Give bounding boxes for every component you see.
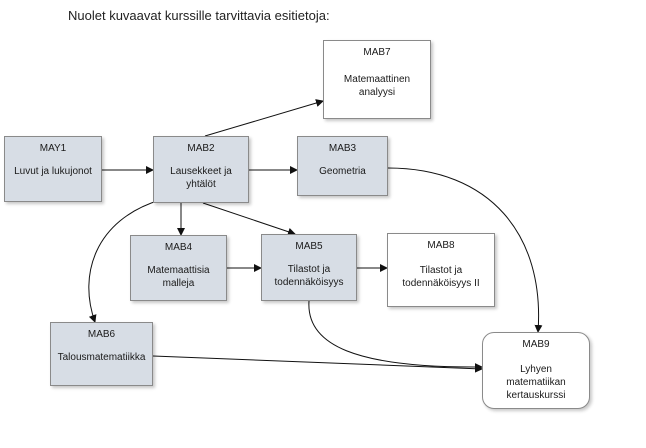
diagram-caption: Nuolet kuvaavat kurssille tarvittavia es… [68,8,330,23]
node-code: MAB4 [164,242,193,253]
node-code: MAB5 [295,241,323,252]
node-code: MAB6 [87,329,116,340]
edge-mab3-to-mab9 [387,167,543,333]
node-may1: MAY1 Luvut ja lukujonot [4,136,102,202]
edge-mab2-to-mab6 [88,199,161,323]
node-label: Lyhyen matematiikan kertauskurssi [506,364,566,401]
node-mab3: MAB3 Geometria [297,136,388,196]
node-mab8: MAB8 Tilastot ja todennäköisyys II [387,233,495,307]
node-code: MAB3 [328,143,357,154]
node-label: Lausekkeet ja yhtälöt [170,166,232,190]
node-mab2: MAB2 Lausekkeet ja yhtälöt [153,136,249,203]
node-mab9: MAB9 Lyhyen matematiikan kertauskurssi [482,332,590,409]
node-code: MAB8 [427,240,455,251]
node-code: MAB7 [363,47,391,58]
node-label: Matemaattinen analyysi [343,74,411,98]
node-mab7: MAB7 Matemaattinen analyysi [323,40,431,119]
node-mab6: MAB6 Talousmatematiikka [50,322,153,386]
node-label: Luvut ja lukujonot [14,166,92,177]
node-label: Matemaattisia malleja [147,265,210,289]
node-mab4: MAB4 Matemaattisia malleja [130,235,227,301]
edge-mab5-to-mab9 [308,300,483,372]
edge-mab2-to-mab5 [202,202,296,236]
node-label: Geometria [319,166,366,177]
node-label: Tilastot ja todennäköisyys II [402,265,480,289]
node-label: Tilastot ja todennäköisyys [274,264,344,288]
node-code: MAY1 [39,143,67,154]
edge-mab6-to-mab9 [152,355,483,373]
node-label: Talousmatematiikka [57,352,146,363]
node-code: MAB9 [522,339,550,350]
node-code: MAB2 [187,143,215,154]
node-mab5: MAB5 Tilastot ja todennäköisyys [261,234,357,301]
edge-mab2-to-mab7 [204,99,324,137]
